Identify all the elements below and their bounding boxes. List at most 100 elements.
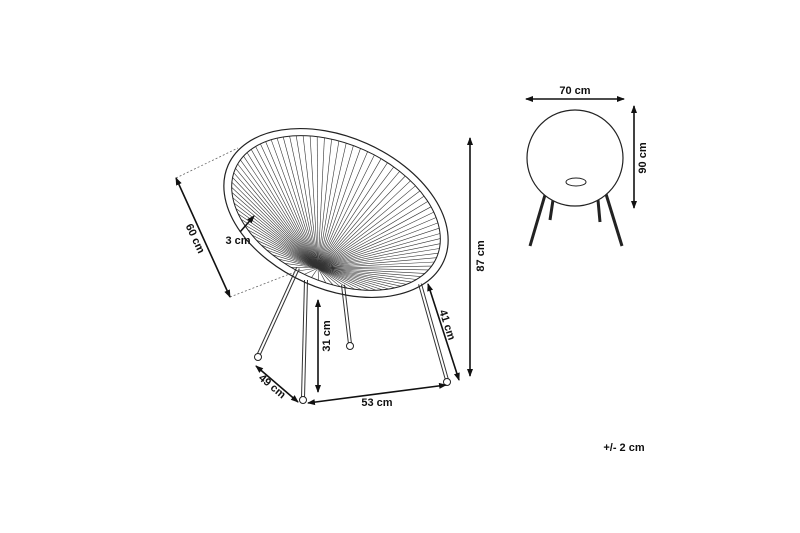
- seat-string: [233, 172, 319, 269]
- seat-string: [317, 267, 395, 289]
- seat-string: [276, 138, 319, 269]
- seat-string: [302, 135, 319, 269]
- seat-string: [240, 159, 319, 269]
- seat-string: [235, 168, 319, 269]
- rim-thickness-arrow: [239, 215, 255, 233]
- seat-string: [311, 267, 319, 278]
- seat-string: [272, 254, 319, 269]
- seat-string: [317, 137, 325, 269]
- seat-string: [317, 267, 319, 281]
- seat-string: [317, 267, 383, 291]
- seat-string: [284, 263, 319, 269]
- seat-string: [278, 258, 319, 269]
- seat-string: [317, 206, 432, 269]
- seat-string: [317, 243, 441, 269]
- seat-string: [317, 267, 425, 274]
- seat-string: [289, 136, 319, 269]
- seat-string: [295, 135, 319, 269]
- base-width-dimension: [307, 382, 447, 406]
- seat-string: [316, 136, 319, 269]
- height-label: 87 cm: [475, 240, 487, 271]
- seat-string: [317, 222, 439, 269]
- seat-string: [266, 249, 319, 269]
- base-width-label: 53 cm: [361, 397, 392, 409]
- seat-string: [317, 248, 440, 269]
- seat-string: [256, 239, 319, 269]
- projection-line: [229, 269, 301, 298]
- seat-string: [270, 139, 319, 269]
- seat-string: [317, 267, 421, 277]
- seat-string: [317, 139, 332, 269]
- seat-string: [317, 180, 411, 269]
- seat-string: [317, 257, 437, 269]
- seat-string: [233, 202, 319, 269]
- seat-string: [317, 145, 354, 269]
- seat-string: [317, 267, 376, 291]
- seat-string: [317, 267, 417, 280]
- base-depth-dimension: [255, 365, 299, 403]
- seat-string: [246, 152, 319, 269]
- seat-string: [317, 217, 437, 269]
- seat-string: [317, 267, 401, 287]
- top-width-label: 70 cm: [559, 85, 590, 97]
- seat-string: [317, 265, 432, 269]
- seat-string: [231, 187, 319, 269]
- seat-string: [317, 233, 441, 269]
- seat-string: [260, 143, 319, 269]
- seat-string: [282, 136, 319, 269]
- seat-string: [297, 267, 319, 272]
- seat-depth-dimension: [175, 177, 231, 298]
- seat-string: [317, 267, 327, 283]
- seat-string: [317, 158, 382, 269]
- seat-string: [304, 267, 319, 275]
- seat-string: [317, 267, 370, 291]
- seat-string: [232, 177, 319, 269]
- base-depth-label: 49 cm: [256, 372, 288, 401]
- seat-string: [317, 151, 368, 269]
- top-depth-label: 90 cm: [637, 142, 649, 173]
- seat-string: [317, 166, 394, 269]
- seat-string: [317, 211, 434, 269]
- seat-string: [290, 267, 319, 269]
- seat-height-label: 31 cm: [321, 320, 333, 351]
- seat-string: [317, 185, 416, 269]
- seat-string: [317, 175, 406, 269]
- tolerance-note: +/- 2 cm: [603, 442, 644, 454]
- seat-string: [317, 267, 348, 289]
- chair-legs: [254, 267, 451, 404]
- seat-string: [231, 192, 319, 269]
- seat-string: [265, 141, 319, 269]
- chair-rim-outer: [223, 127, 449, 299]
- chair-drawing: [223, 127, 451, 404]
- leg-depth-dimension: [427, 283, 460, 381]
- seat-string: [251, 234, 319, 269]
- seat-string: [317, 171, 400, 269]
- seat-string: [232, 197, 319, 269]
- seat-string: [317, 154, 375, 269]
- projection-line: [175, 147, 239, 179]
- seat-string: [317, 143, 347, 269]
- seat-string: [317, 267, 363, 291]
- seat-string: [247, 229, 319, 269]
- seat-string: [317, 140, 340, 269]
- seat-string: [317, 267, 341, 288]
- seat-string: [237, 163, 319, 269]
- seat-string: [317, 201, 428, 269]
- seat-string: [244, 224, 319, 269]
- seat-string: [243, 155, 319, 269]
- seat-string: [255, 146, 319, 269]
- seat-string: [317, 238, 441, 269]
- seat-string: [317, 252, 439, 269]
- seat-string: [317, 162, 388, 269]
- seat-string: [317, 227, 440, 269]
- seat-string: [317, 261, 435, 269]
- seat-string: [231, 182, 319, 269]
- seat-string: [317, 267, 334, 286]
- seat-string: [317, 267, 355, 290]
- chair-rim-inner: [231, 135, 441, 291]
- seat-string: [261, 244, 319, 269]
- seat-string: [317, 195, 425, 269]
- chair-seat-strings: [231, 135, 441, 291]
